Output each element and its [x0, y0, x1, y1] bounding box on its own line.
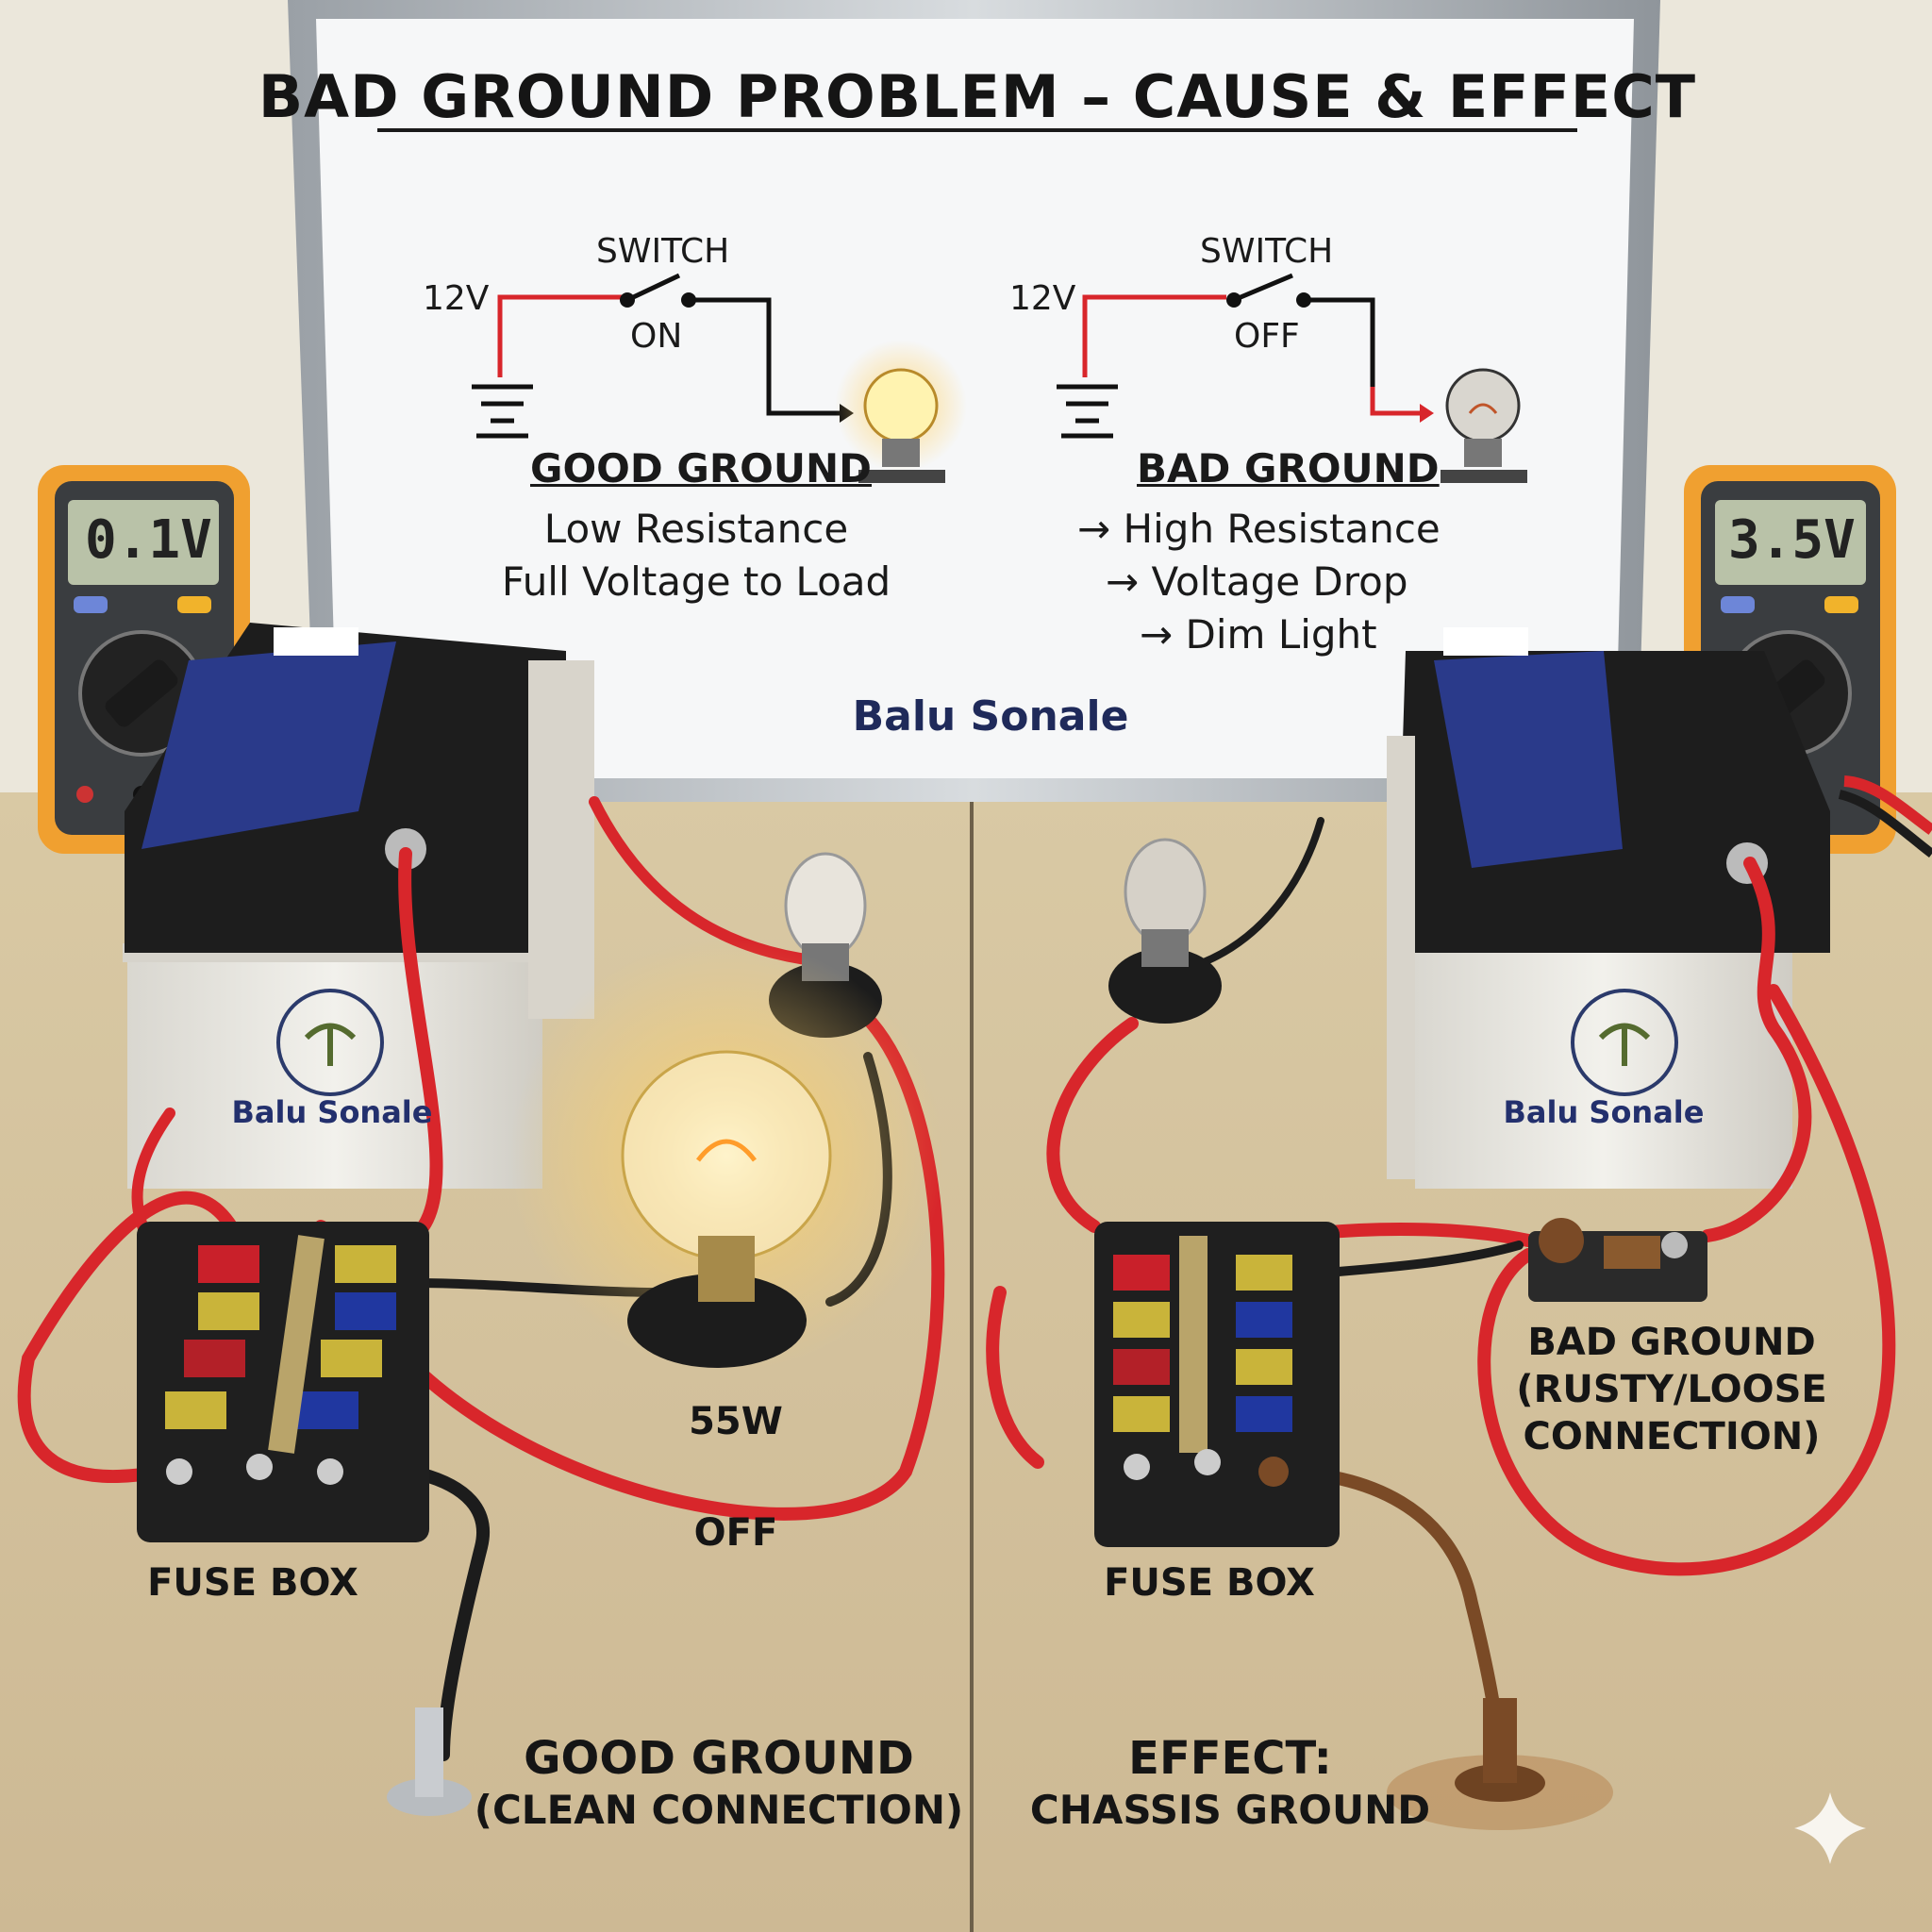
left-schematic: [472, 273, 967, 483]
bad-ground-line-3: CONNECTION): [1523, 1415, 1821, 1458]
black-trace: [689, 297, 840, 416]
bulb-icon: [1441, 368, 1527, 483]
right-fuse-box-label: FUSE BOX: [1104, 1561, 1315, 1605]
left-line-2: Full Voltage to Load: [501, 558, 891, 605]
red-trace: [1082, 294, 1226, 377]
rusty-ground-bolt: [1387, 1698, 1613, 1830]
fuse-box-icon: [137, 1222, 429, 1542]
board-brand: Balu Sonale: [852, 692, 1129, 741]
right-line-2: → Voltage Drop: [1106, 558, 1408, 605]
left-meter-reading: 0.1V: [85, 509, 212, 571]
effect-title: EFFECT:: [1128, 1732, 1332, 1785]
effect-sub: CHASSIS GROUND: [1029, 1787, 1431, 1833]
right-line-3: → Dim Light: [1140, 611, 1377, 658]
switch-icon: [620, 273, 696, 308]
bad-ground-line-1: BAD GROUND: [1527, 1321, 1816, 1364]
right-battery-brand: Balu Sonale: [1503, 1094, 1705, 1130]
battery-icon: [1387, 627, 1830, 1189]
left-battery-brand: Balu Sonale: [231, 1094, 433, 1130]
red-trace: [497, 294, 623, 377]
right-switch-state: OFF: [1234, 317, 1300, 356]
good-ground-sub: (CLEAN CONNECTION): [474, 1787, 964, 1833]
bad-ground-heading: BAD GROUND: [1137, 445, 1440, 491]
ground-symbol-icon: [472, 384, 533, 439]
left-switch-state: ON: [630, 317, 683, 356]
switch-icon: [1226, 273, 1311, 308]
bulb-icon: [509, 939, 943, 1373]
right-voltage: 12V: [1009, 279, 1076, 318]
right-meter-reading: 3.5V: [1728, 509, 1856, 571]
fuse-box-icon: [1094, 1222, 1340, 1547]
black-trace: [1304, 297, 1375, 387]
ground-symbol-icon: [1057, 384, 1118, 439]
rusty-connector: [1528, 1218, 1707, 1302]
board-title: BAD GROUND PROBLEM – CAUSE & EFFECT: [258, 62, 1697, 131]
left-switch-label: SWITCH: [596, 232, 730, 271]
left-fuse-box-label: FUSE BOX: [147, 1561, 358, 1605]
good-ground-heading: GOOD GROUND: [530, 445, 873, 491]
sparkle-icon: [1794, 1792, 1866, 1864]
bad-ground-line-2: (RUSTY/LOOSE: [1516, 1368, 1827, 1411]
bulb-icon: [835, 340, 967, 483]
battery-icon: [123, 623, 594, 1189]
left-line-1: Low Resistance: [543, 506, 849, 552]
left-voltage: 12V: [423, 279, 490, 318]
right-line-1: → High Resistance: [1077, 506, 1441, 552]
bulb-wattage: 55W: [689, 1400, 783, 1443]
right-switch-label: SWITCH: [1200, 232, 1334, 271]
whiteboard: [288, 0, 1660, 802]
right-schematic: [1057, 273, 1527, 483]
bulb-icon: [1108, 838, 1222, 1024]
clean-ground-bolt: [387, 1707, 472, 1816]
good-ground-title: GOOD GROUND: [524, 1732, 914, 1785]
bulb-state: OFF: [693, 1511, 778, 1555]
